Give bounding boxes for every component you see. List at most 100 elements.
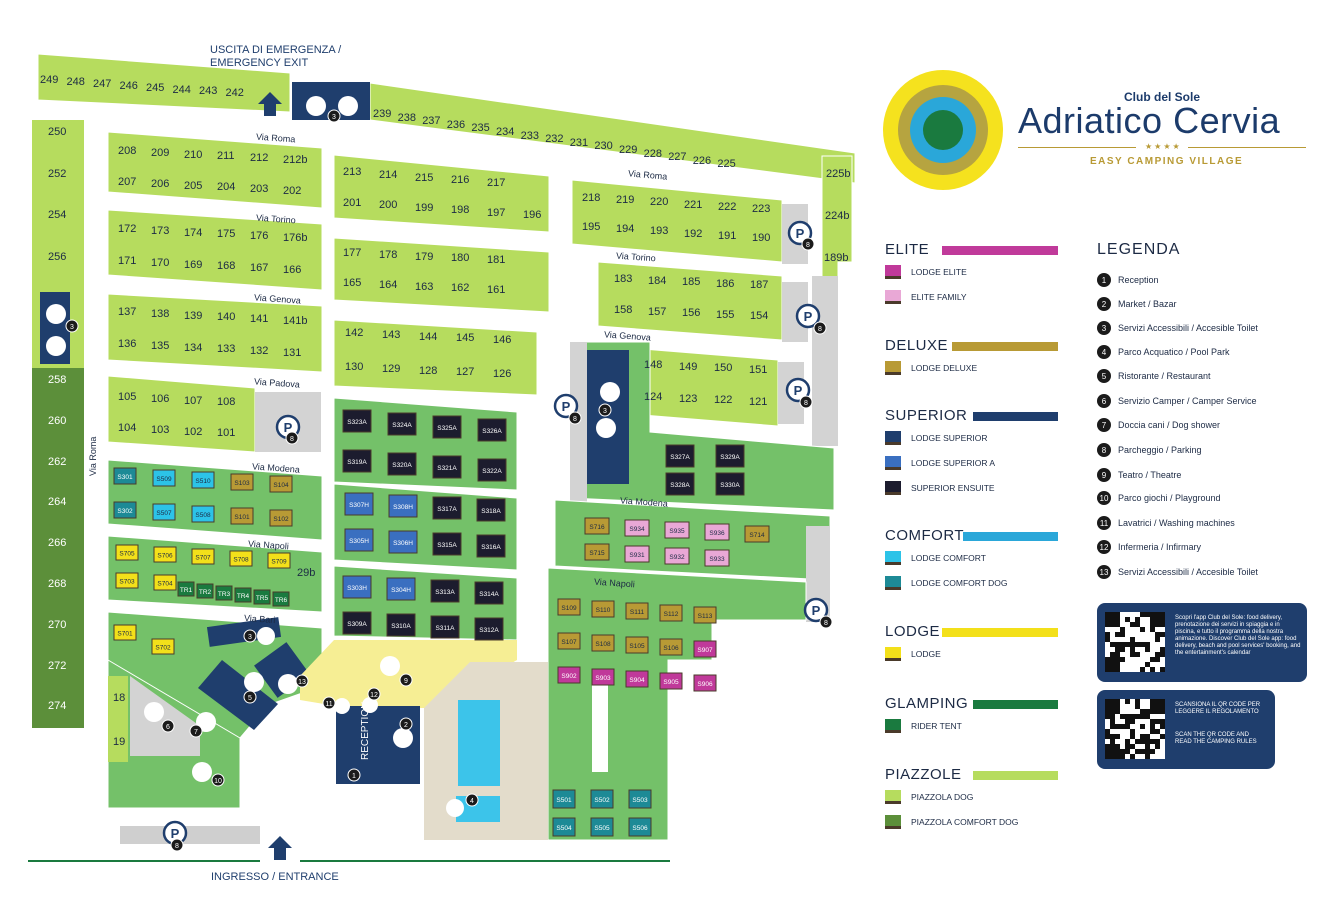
street-via-roma-left: Via Roma — [88, 436, 98, 476]
category-bar — [941, 246, 1058, 255]
toilet-icon — [46, 336, 66, 356]
logo-emblem — [883, 70, 1003, 190]
plot-number: 169 — [184, 258, 203, 271]
legend-badge: 3 — [327, 109, 341, 123]
plot-number: 196 — [523, 209, 542, 221]
plot-number: 149 — [679, 360, 698, 373]
lodge-marker: S304H — [386, 577, 416, 601]
theatre-icon — [380, 656, 400, 676]
plot-number: 108 — [217, 396, 236, 409]
category-item-label: LODGE ELITE — [911, 267, 967, 277]
legend-badge: 3 — [243, 629, 257, 643]
plot-number: 141 — [250, 313, 269, 326]
svg-text:P: P — [812, 603, 821, 618]
plot-number: 194 — [616, 223, 635, 236]
svg-text:S934: S934 — [629, 526, 645, 533]
svg-text:S113: S113 — [698, 613, 713, 620]
plot-number: 141b — [283, 315, 308, 327]
svg-text:S321A: S321A — [437, 465, 457, 472]
svg-text:P: P — [796, 226, 805, 241]
plot-number: 19 — [113, 736, 126, 748]
lodge-marker: S319A — [342, 449, 372, 473]
svg-text:P: P — [562, 399, 571, 414]
plot-number: 211 — [217, 150, 235, 163]
lodge-marker: S935 — [664, 521, 690, 539]
app-qr-panel: Scopri l'app Club del Sole: food deliver… — [1097, 603, 1307, 682]
svg-text:S108: S108 — [595, 641, 611, 648]
category-title: PIAZZOLE — [885, 766, 962, 783]
plot-number: 193 — [650, 225, 669, 238]
plot-number: 166 — [283, 264, 302, 276]
svg-text:S112: S112 — [664, 611, 679, 618]
svg-text:TR5: TR5 — [256, 595, 269, 602]
category-swatch — [885, 431, 901, 445]
legend-number: 10 — [1097, 491, 1111, 505]
rules-qr-text-it: SCANSIONA IL QR CODE PER LEGGERE IL REGO… — [1175, 702, 1261, 715]
legend-label: Teatro / Theatre — [1118, 470, 1182, 480]
svg-text:8: 8 — [806, 242, 810, 249]
plot-number: 176 — [250, 230, 269, 243]
plot-number: 18 — [113, 692, 126, 704]
left-column-dark — [32, 368, 84, 728]
plot-number: 232 — [545, 133, 564, 146]
shower-icon — [338, 96, 358, 116]
svg-text:S702: S702 — [155, 645, 171, 652]
lodge-marker: S715 — [584, 543, 610, 561]
svg-text:TR2: TR2 — [199, 589, 212, 596]
plot-number: 209 — [151, 146, 170, 159]
category-swatch — [885, 647, 901, 661]
svg-text:3: 3 — [603, 408, 607, 415]
exit-arrow — [258, 92, 282, 116]
plot-number: 181 — [487, 254, 506, 267]
plot-number: 202 — [283, 185, 302, 197]
plot-number: 191 — [718, 229, 737, 242]
restaurant-icon — [244, 672, 264, 692]
plot-number: 105 — [118, 391, 137, 403]
svg-text:S311A: S311A — [435, 625, 455, 632]
svg-text:S509: S509 — [156, 476, 172, 483]
svg-text:S303H: S303H — [347, 585, 367, 592]
plot-number: 272 — [48, 659, 67, 672]
lodge-marker: S330A — [715, 472, 745, 496]
lodge-marker: S315A — [432, 532, 462, 556]
svg-text:S105: S105 — [629, 643, 645, 650]
svg-text:8: 8 — [290, 436, 294, 443]
svg-text:S904: S904 — [629, 677, 645, 684]
legend-badge: 11 — [322, 696, 336, 710]
lodge-marker: S316A — [476, 534, 506, 558]
svg-text:8: 8 — [573, 416, 577, 423]
plot-number: 225 — [717, 158, 736, 171]
plot-number: 220 — [650, 196, 669, 209]
plot-number: 174 — [184, 226, 203, 239]
lodge-marker: S322A — [477, 458, 507, 482]
accessible-icon — [278, 674, 298, 694]
plot-number: 161 — [487, 284, 506, 297]
rules-qr-panel: SCANSIONA IL QR CODE PER LEGGERE IL REGO… — [1097, 690, 1275, 769]
market-icon — [393, 728, 413, 748]
category-swatch — [885, 290, 901, 304]
category-item-label: RIDER TENT — [911, 721, 962, 731]
svg-text:S510: S510 — [195, 478, 211, 485]
legend-label: Ristorante / Restaurant — [1118, 371, 1211, 381]
lodge-marker: S705 — [115, 544, 139, 561]
plot-number: 242 — [225, 87, 244, 100]
toilet-icon — [306, 96, 326, 116]
lodge-marker: S703 — [115, 572, 139, 589]
plot-number: 197 — [487, 206, 506, 219]
plot-number: 231 — [569, 136, 589, 149]
svg-text:S707: S707 — [195, 555, 211, 562]
lodge-marker: S509 — [152, 469, 176, 487]
camper-service-icon — [144, 702, 164, 722]
legend-badge: 4 — [465, 793, 479, 807]
legend-badge: 8 — [170, 838, 184, 852]
lodge-marker: S707 — [191, 548, 215, 565]
lodge-marker: S508 — [191, 505, 215, 523]
plot-number: 122 — [714, 394, 733, 407]
svg-text:5: 5 — [248, 695, 252, 702]
plot-number: 208 — [118, 145, 137, 157]
legend-badge: 2 — [399, 717, 413, 731]
plot-number: 140 — [217, 311, 236, 324]
plot-number: 199 — [415, 201, 434, 214]
